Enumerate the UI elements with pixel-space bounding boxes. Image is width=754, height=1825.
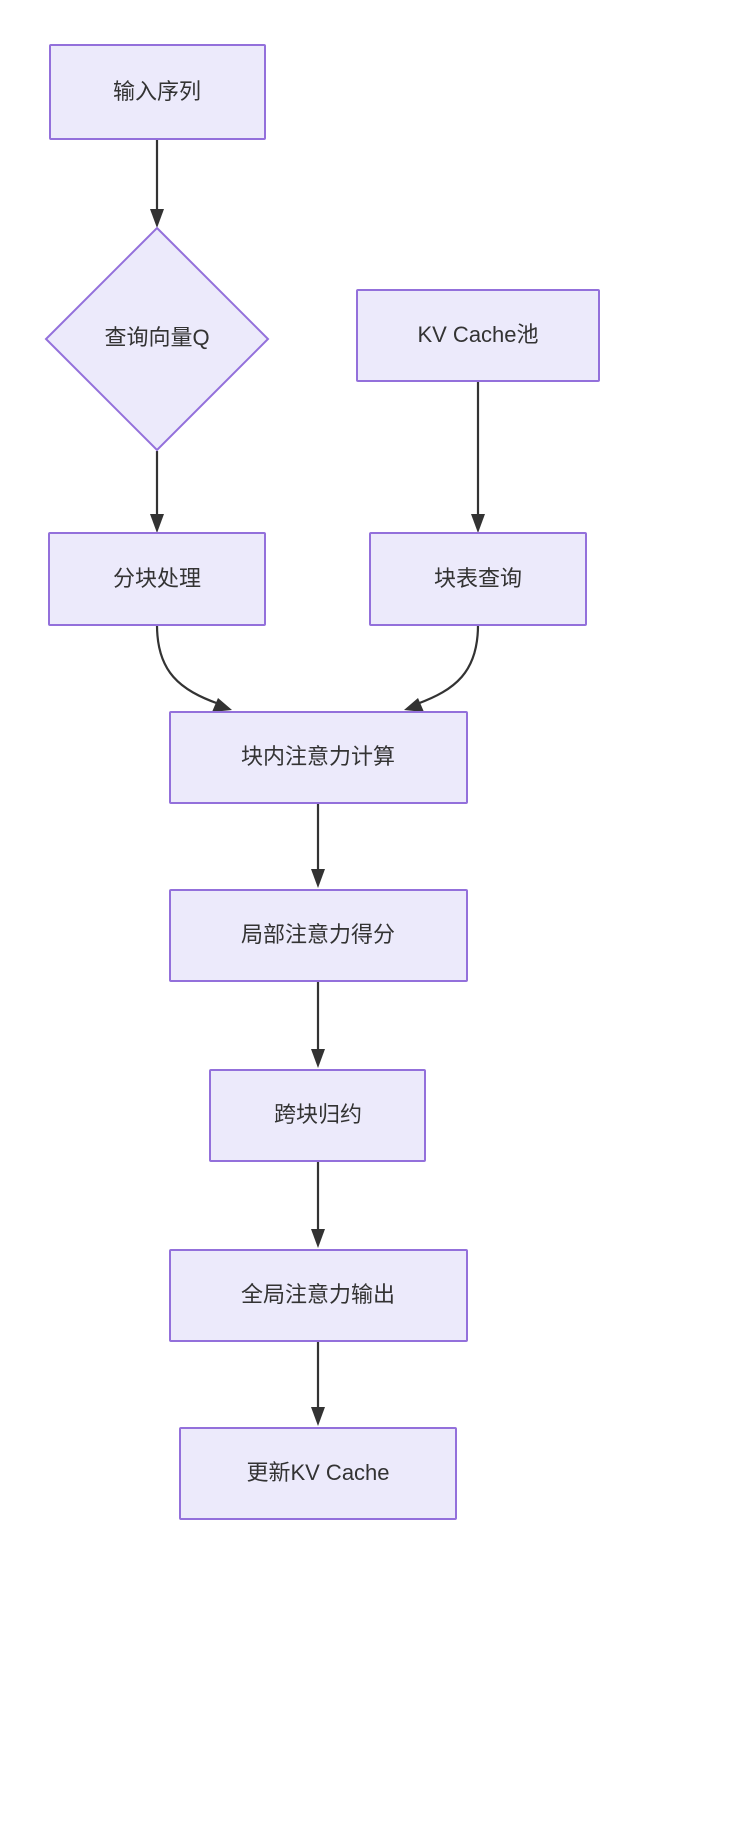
arrowhead-icon (404, 698, 424, 712)
node-query-vector-shape[interactable] (44, 226, 270, 452)
edge-input-sequence-to-query-vector (150, 139, 164, 228)
node-intra-block-attn[interactable]: 块内注意力计算 (169, 711, 468, 804)
node-block-process-shape[interactable] (48, 532, 266, 626)
node-global-attn-out-label: 全局注意力输出 (241, 1282, 395, 1307)
arrowhead-icon (150, 209, 164, 228)
node-block-process-label: 分块处理 (113, 566, 201, 591)
node-update-kv-cache[interactable]: 更新KV Cache (179, 1427, 457, 1520)
node-local-attn-score-shape[interactable] (169, 889, 468, 982)
node-block-table-query[interactable]: 块表查询 (369, 532, 587, 626)
node-query-vector-label: 查询向量Q (104, 325, 209, 350)
node-input-sequence-shape[interactable] (49, 44, 266, 140)
node-global-attn-out[interactable]: 全局注意力输出 (169, 1249, 468, 1342)
edge-cross-block-reduce-to-global-attn-out (311, 1161, 325, 1248)
node-local-attn-score-label: 局部注意力得分 (241, 922, 395, 947)
arrowhead-icon (311, 869, 325, 888)
node-layer: 输入序列 查询向量Q KV Cache池 分块处理 块表查询 块内注意力计算 (44, 44, 600, 1520)
edge-block-table-query-to-intra-block-attn (404, 624, 480, 712)
node-query-vector[interactable]: 查询向量Q (44, 226, 270, 452)
node-global-attn-out-shape[interactable] (169, 1249, 468, 1342)
edge-kv-cache-pool-to-block-table-query (471, 381, 485, 533)
node-input-sequence[interactable]: 输入序列 (49, 44, 266, 140)
node-kv-cache-pool-shape[interactable] (356, 289, 600, 382)
edge-block-process-to-intra-block-attn (155, 624, 232, 712)
node-local-attn-score[interactable]: 局部注意力得分 (169, 889, 468, 982)
edge-layer (150, 139, 485, 1426)
edge-local-attn-score-to-cross-block-reduce (311, 981, 325, 1068)
node-cross-block-reduce-shape[interactable] (209, 1069, 426, 1162)
node-input-sequence-label: 输入序列 (113, 79, 201, 104)
edge-intra-block-attn-to-local-attn-score (311, 803, 325, 888)
node-intra-block-attn-shape[interactable] (169, 711, 468, 804)
arrowhead-icon (311, 1049, 325, 1068)
node-block-table-query-shape[interactable] (369, 532, 587, 626)
node-cross-block-reduce-label: 跨块归约 (274, 1102, 362, 1127)
node-block-table-query-label: 块表查询 (434, 566, 522, 591)
node-update-kv-cache-label: 更新KV Cache (246, 1460, 389, 1485)
node-kv-cache-pool-label: KV Cache池 (417, 322, 538, 347)
node-kv-cache-pool[interactable]: KV Cache池 (356, 289, 600, 382)
node-intra-block-attn-label: 块内注意力计算 (241, 744, 395, 769)
node-block-process[interactable]: 分块处理 (48, 532, 266, 626)
arrowhead-icon (150, 514, 164, 533)
arrowhead-icon (471, 514, 485, 533)
arrowhead-icon (212, 698, 232, 712)
node-update-kv-cache-shape[interactable] (179, 1427, 457, 1520)
edge-global-attn-out-to-update-kv-cache (311, 1341, 325, 1426)
arrowhead-icon (311, 1229, 325, 1248)
edge-query-vector-to-block-process (150, 451, 164, 533)
node-cross-block-reduce[interactable]: 跨块归约 (209, 1069, 426, 1162)
arrowhead-icon (311, 1407, 325, 1426)
